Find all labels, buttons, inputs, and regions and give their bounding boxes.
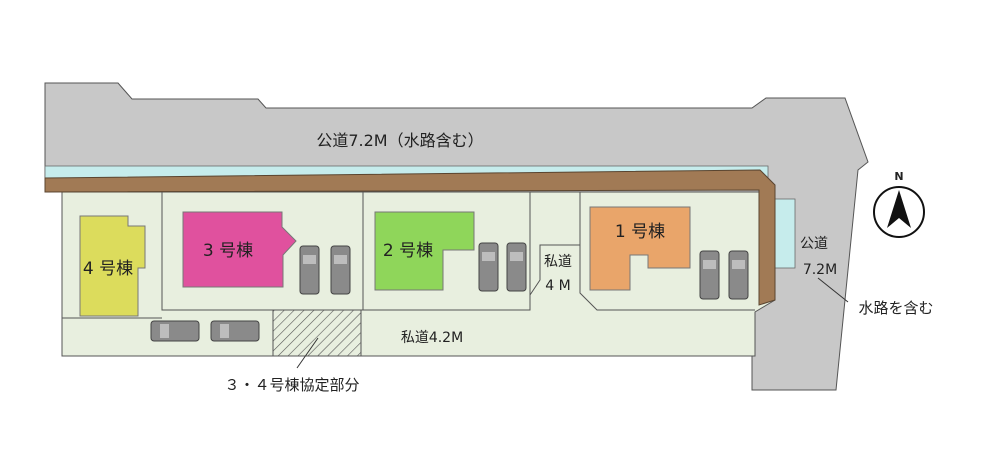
east-road-label-2: 7.2M — [803, 262, 837, 278]
car-icon — [150, 320, 200, 342]
private-road-main-label: 私道4.2M — [401, 330, 463, 346]
fence — [44, 169, 776, 306]
shared-area-label: ３・４号棟協定部分 — [224, 376, 359, 394]
shared-area-leader — [296, 337, 319, 369]
waterway-note-leader — [817, 277, 849, 303]
private-road-small-label-1: 私道 — [544, 254, 572, 270]
north-arrow-icon — [887, 190, 911, 228]
east-road-label-1: 公道 — [800, 236, 828, 252]
waterway-note-label: 水路を含む — [858, 299, 933, 317]
building-3 — [182, 211, 297, 288]
car-icon — [699, 250, 720, 300]
car-icon — [728, 250, 749, 300]
waterway-strip-east — [774, 198, 796, 269]
shared-area-hatch — [272, 309, 362, 357]
lot-lines — [62, 192, 755, 319]
car-icon — [299, 245, 320, 295]
car-windows — [160, 252, 745, 338]
compass-letter: N — [894, 170, 903, 183]
building-4-label: 4 号棟 — [83, 259, 133, 279]
building-1 — [589, 206, 691, 291]
building-3-label: 3 号棟 — [203, 241, 253, 261]
car-icon — [506, 242, 527, 292]
building-4 — [79, 215, 146, 317]
car-icon — [330, 245, 351, 295]
car-icon — [210, 320, 260, 342]
building-2 — [374, 211, 475, 291]
main-road-label: 公道7.2M（水路含む） — [316, 131, 483, 150]
car-icon — [478, 242, 499, 292]
building-2-label: 2 号棟 — [383, 241, 433, 261]
private-road-small-label-2: 4 M — [545, 278, 570, 294]
compass: N — [873, 170, 925, 238]
building-1-label: 1 号棟 — [615, 222, 665, 242]
